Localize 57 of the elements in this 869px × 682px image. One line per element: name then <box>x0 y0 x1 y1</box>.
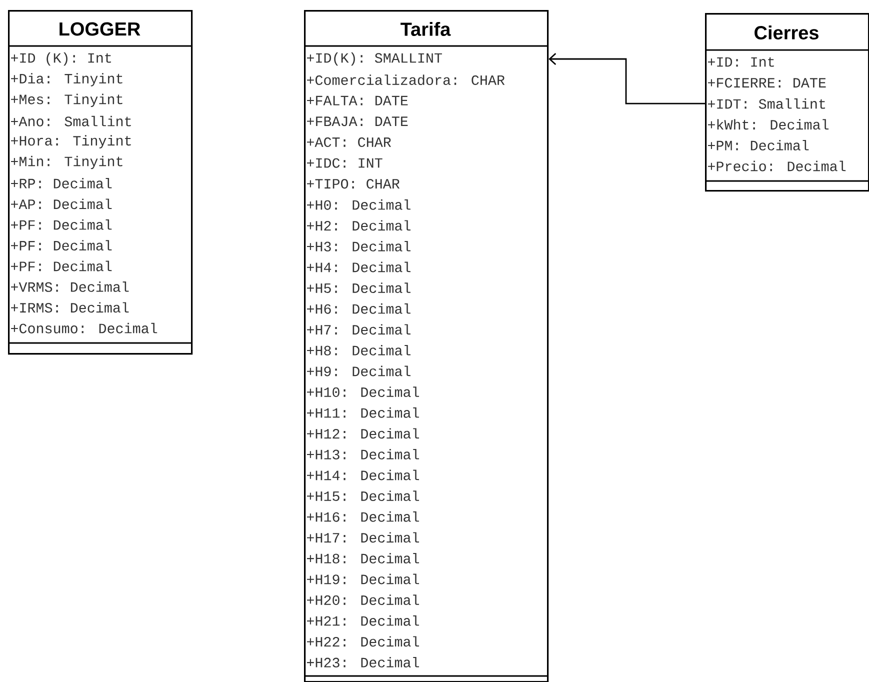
attribute-text: +H0: Decimal <box>307 199 410 210</box>
attribute-text: +PF: Decimal <box>11 260 112 272</box>
attribute-text: +H10: Decimal <box>307 386 420 398</box>
attribute-text: +Mes: Tinyint <box>11 94 122 108</box>
attribute-text: +ACT: CHAR <box>307 137 392 148</box>
attribute-text: +Comercializadora: CHAR <box>307 74 505 86</box>
attribute-text: +FCIERRE: DATE <box>708 78 826 88</box>
attribute-text: +FALTA: DATE <box>307 96 408 106</box>
attribute-text: +Ano: Smallint <box>11 116 131 126</box>
attribute-text: +H5: Decimal <box>307 282 410 294</box>
attribute-text: +H2: Decimal <box>307 220 410 231</box>
attribute-text: +Precio: Decimal <box>708 160 846 172</box>
attribute-text: +PM: Decimal <box>708 140 809 150</box>
class-box <box>304 10 549 682</box>
attribute-text: +IDT: Smallint <box>708 98 826 109</box>
attribute-text: +VRMS: Decimal <box>11 282 129 292</box>
attribute-text: +TIPO: CHAR <box>307 179 400 189</box>
attribute-text: +H14: Decimal <box>307 470 420 480</box>
attribute-text: +Consumo: Decimal <box>11 322 158 334</box>
attribute-text: +H20: Decimal <box>307 594 420 606</box>
class-name: LOGGER <box>60 22 140 36</box>
attribute-text: +H12: Decimal <box>307 428 420 439</box>
attribute-text: +H16: Decimal <box>307 511 420 522</box>
attribute-text: +PF: Decimal <box>11 240 112 251</box>
attribute-text: +H15: Decimal <box>307 490 420 502</box>
attribute-text: +H4: Decimal <box>307 262 410 272</box>
attribute-text: +kWht: Decimal <box>708 119 829 130</box>
attribute-text: +H23: Decimal <box>307 657 420 668</box>
attribute-text: +H13: Decimal <box>307 449 420 460</box>
attribute-text: +Min: Tinyint <box>11 156 122 170</box>
attribute-text: +Dia: Tinyint <box>11 73 122 86</box>
attribute-text: +H3: Decimal <box>307 241 410 252</box>
attribute-text: +H11: Decimal <box>307 407 420 418</box>
attribute-text: +ID: Int <box>708 57 774 67</box>
attribute-text: +ID(K): SMALLINT <box>307 52 442 66</box>
attribute-text: +H17: Decimal <box>307 532 420 543</box>
attribute-text: +H8: Decimal <box>307 345 410 356</box>
attribute-text: +AP: Decimal <box>11 198 112 210</box>
class-name: Tarifa <box>400 22 451 36</box>
attribute-text: +H9: Decimal <box>307 366 410 376</box>
class-box <box>8 10 193 355</box>
attribute-text: +RP: Decimal <box>11 178 112 188</box>
attribute-text: +Hora: Tinyint <box>11 135 131 148</box>
attribute-text: +H18: Decimal <box>307 553 420 564</box>
attribute-text: +H6: Decimal <box>307 303 410 314</box>
attribute-text: +H21: Decimal <box>307 615 420 626</box>
attribute-text: +ID (K): Int <box>11 52 111 66</box>
attribute-text: +H19: Decimal <box>307 574 420 584</box>
attribute-text: +H7: Decimal <box>307 324 410 335</box>
attribute-text: +H22: Decimal <box>307 636 420 647</box>
attribute-text: +IRMS: Decimal <box>11 302 129 313</box>
arrow <box>548 52 705 104</box>
attribute-text: +PF: Decimal <box>11 219 112 230</box>
attribute-text: +FBAJA: DATE <box>307 116 408 126</box>
attribute-text: +IDC: INT <box>307 158 382 168</box>
class-box <box>705 13 869 192</box>
class-name: Cierres <box>754 26 818 40</box>
